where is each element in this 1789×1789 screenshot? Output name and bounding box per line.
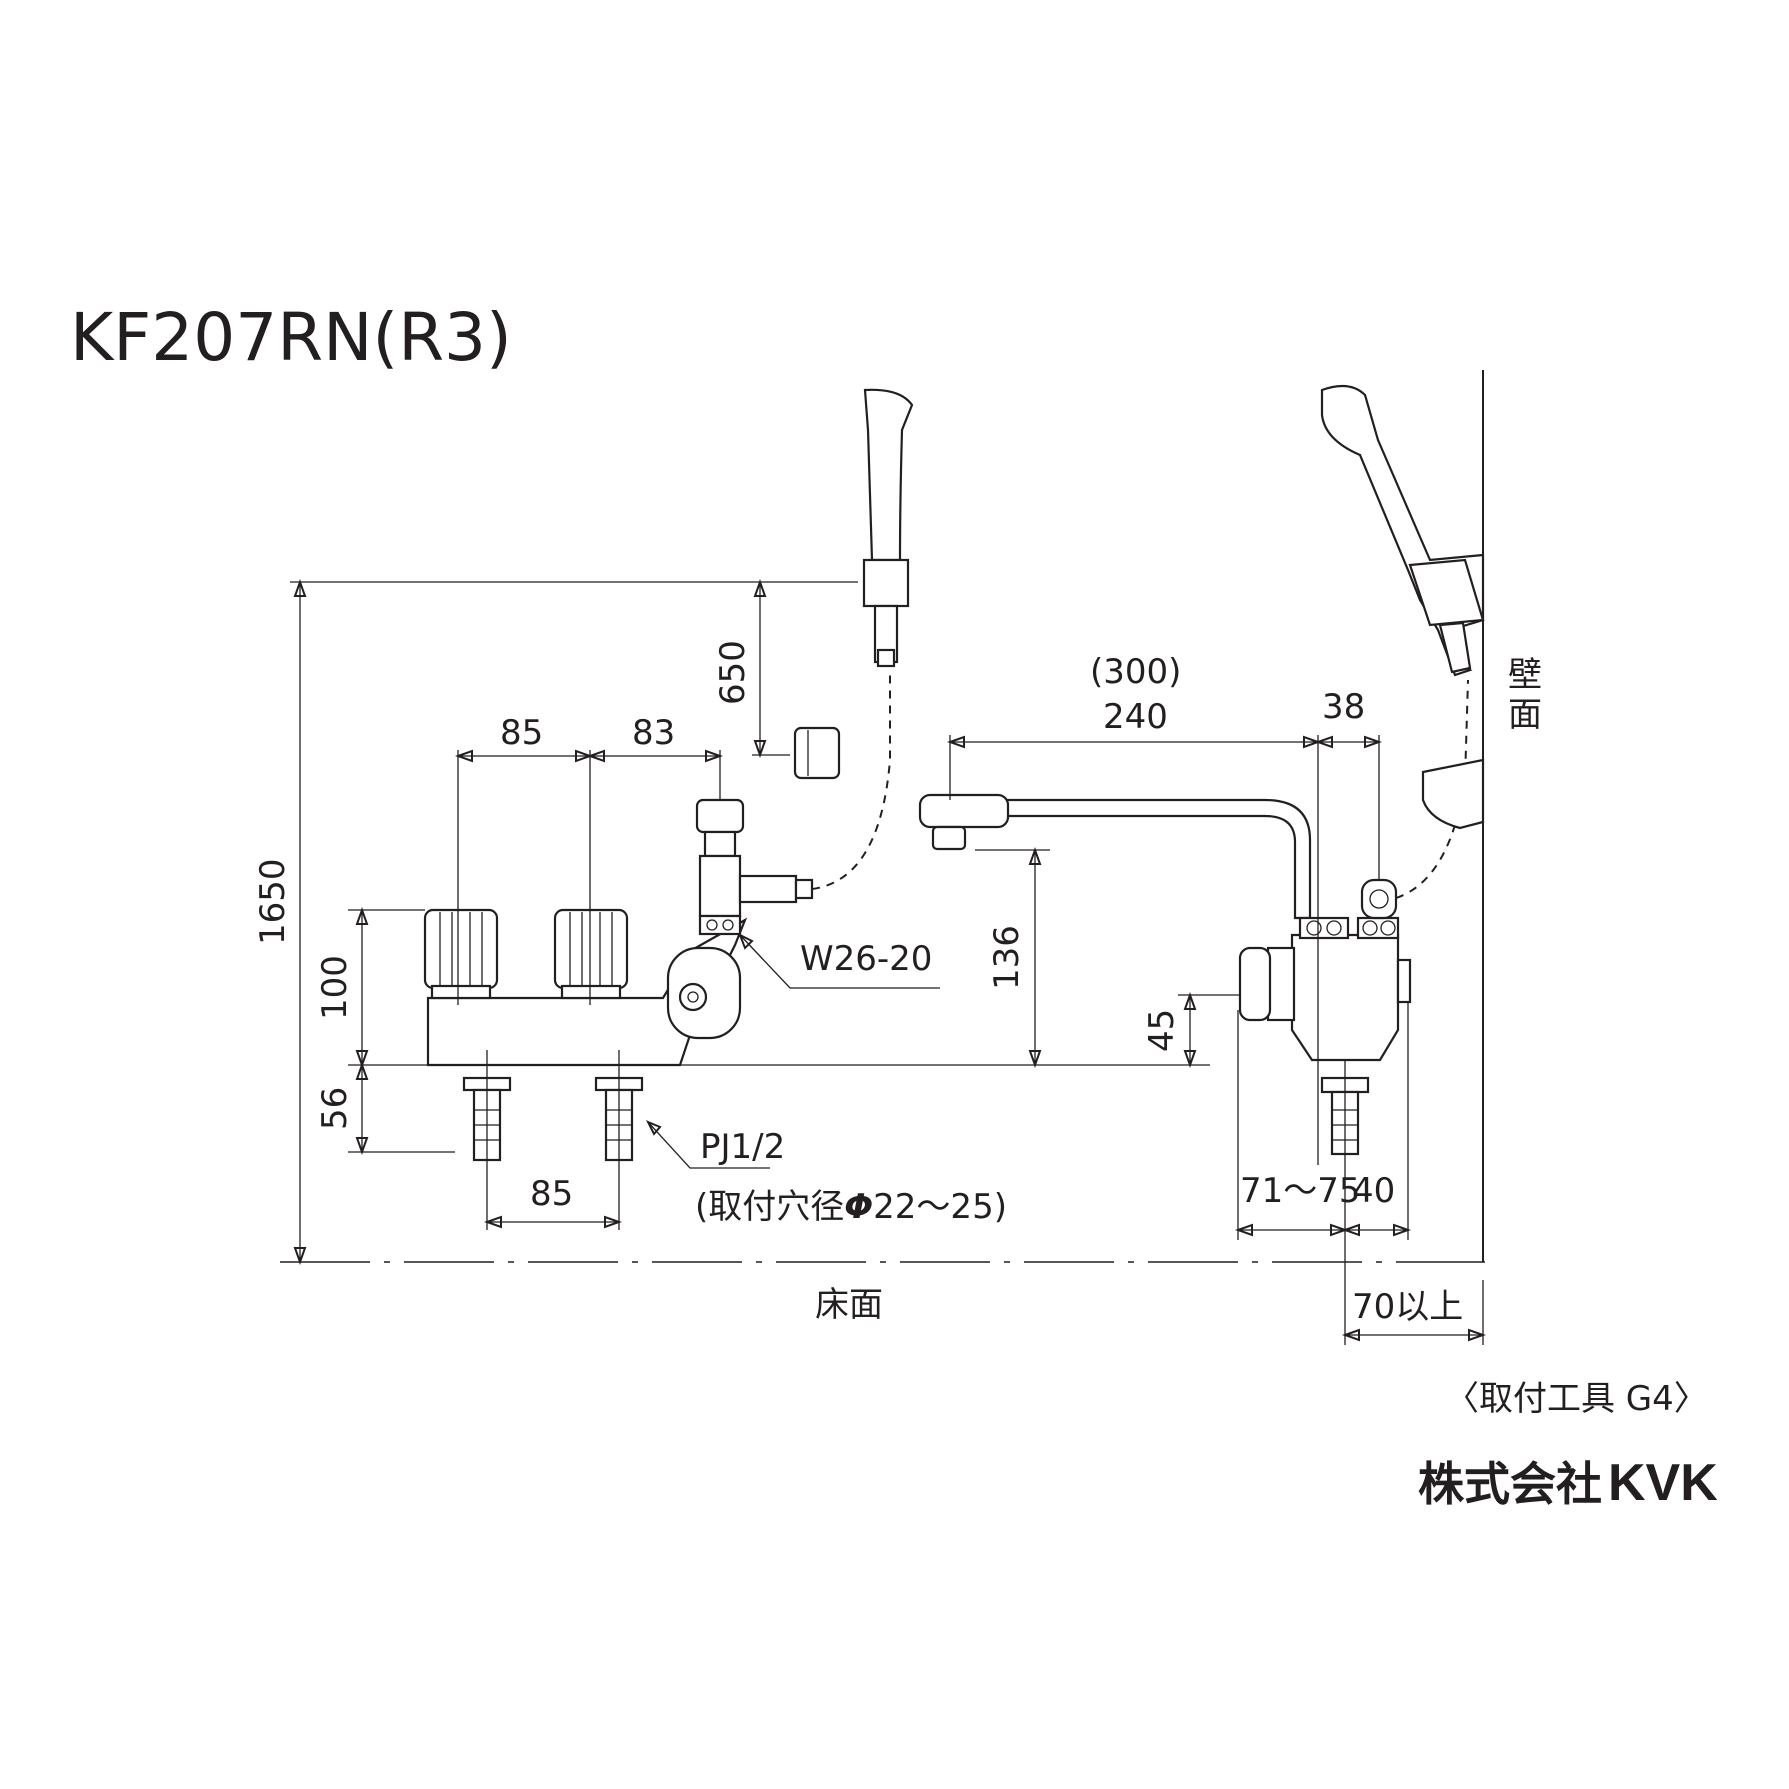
- dim-650: 650: [713, 640, 753, 705]
- dim-240: 240: [1103, 697, 1168, 737]
- label-w26-20: W26-20: [800, 939, 932, 979]
- right-faucet: [918, 384, 1485, 1156]
- company-name-jp: 株式会社: [1418, 1457, 1602, 1511]
- dim-100: 100: [315, 955, 355, 1020]
- wall-label-2: 面: [1508, 695, 1542, 735]
- model-title: KF207RN(R3): [70, 299, 512, 376]
- company-brand: KVK: [1608, 1454, 1718, 1512]
- phi-symbol: Φ: [844, 1187, 873, 1227]
- dim-45: 45: [1142, 1009, 1182, 1052]
- label-pj: PJ1/2: [700, 1127, 785, 1167]
- dim-1650: 1650: [253, 858, 293, 945]
- wall-label-1: 壁: [1508, 655, 1542, 695]
- dim-56: 56: [315, 1087, 355, 1130]
- dim-38: 38: [1322, 687, 1365, 727]
- dim-300: (300): [1090, 652, 1181, 692]
- label-hole: (取付穴径Φ22～25): [695, 1187, 1007, 1227]
- dim-85-top: 85: [500, 713, 543, 753]
- dim-70-or-more: 70以上: [1352, 1287, 1463, 1327]
- dim-71-75: 71～75: [1240, 1171, 1361, 1211]
- fitting-tool-label: 〈取付工具 G4〉: [1445, 1379, 1708, 1419]
- dim-136: 136: [987, 925, 1027, 990]
- dim-85-bottom: 85: [530, 1174, 573, 1214]
- dim-83: 83: [632, 713, 675, 753]
- floor-label: 床面: [815, 1285, 883, 1325]
- left-faucet: [423, 388, 914, 1230]
- dim-40: 40: [1352, 1171, 1395, 1211]
